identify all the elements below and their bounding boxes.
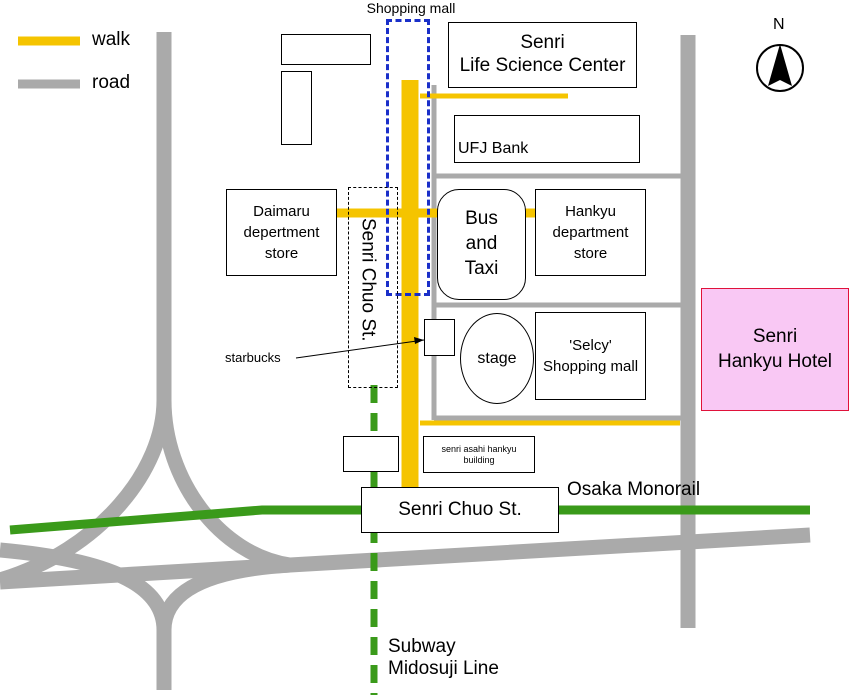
building-top-left-wide — [281, 34, 371, 65]
north-arrow-icon — [768, 44, 792, 86]
building-senri-asahi-hankyu: senri asahi hankyu building — [423, 436, 535, 473]
compass-north-label: N — [773, 16, 785, 33]
life-science-label: Senri Life Science Center — [459, 32, 626, 76]
subway-label: Subway Midosuji Line — [388, 636, 499, 680]
building-small-lower-left — [343, 436, 399, 472]
shopping-mall-label: Shopping mall — [366, 0, 456, 16]
senri-chuo-station: Senri Chuo St. — [361, 487, 559, 533]
compass — [756, 44, 804, 92]
local-roads — [431, 85, 688, 421]
starbucks-label: starbucks — [225, 350, 281, 365]
senri-chuo-st-vertical-label: Senri Chuo St. — [357, 218, 379, 342]
monorail-line — [9, 505, 810, 535]
ufj-bank-label: UFJ Bank — [458, 140, 529, 157]
hankyu-dept-label: Hankyu department store — [552, 203, 629, 262]
road-interchange-right-stem — [156, 399, 292, 573]
stage-label: stage — [477, 349, 517, 367]
selcy-label: 'Selcy' Shopping mall — [542, 337, 639, 375]
building-top-left-tall — [281, 71, 312, 145]
legend-road-label: road — [92, 72, 131, 93]
senri-hankyu-hotel: Senri Hankyu Hotel — [701, 288, 849, 411]
shopping-mall-outline — [386, 19, 430, 296]
bus-taxi-label: Bus and Taxi — [464, 208, 499, 279]
roads — [0, 32, 811, 690]
road-highway — [0, 527, 811, 590]
hotel-label: Senri Hankyu Hotel — [717, 325, 833, 372]
senri-chuo-st-vertical-outline — [348, 187, 398, 388]
building-ufj-bank: UFJ Bank — [454, 115, 640, 163]
monorail-label: Osaka Monorail — [567, 479, 701, 500]
building-hankyu-dept: Hankyu department store — [535, 189, 646, 276]
building-selcy: 'Selcy' Shopping mall — [535, 312, 646, 400]
building-starbucks — [424, 319, 455, 356]
daimaru-label: Daimaru depertment store — [243, 203, 320, 262]
station-label: Senri Chuo St. — [398, 499, 522, 520]
stage-area: stage — [460, 313, 534, 404]
legend-walk-label: walk — [92, 29, 131, 50]
building-daimaru: Daimaru depertment store — [226, 189, 337, 276]
building-life-science-center: Senri Life Science Center — [448, 22, 637, 88]
bus-taxi-area: Bus and Taxi — [437, 189, 526, 300]
asahi-label: senri asahi hankyu building — [441, 443, 517, 465]
